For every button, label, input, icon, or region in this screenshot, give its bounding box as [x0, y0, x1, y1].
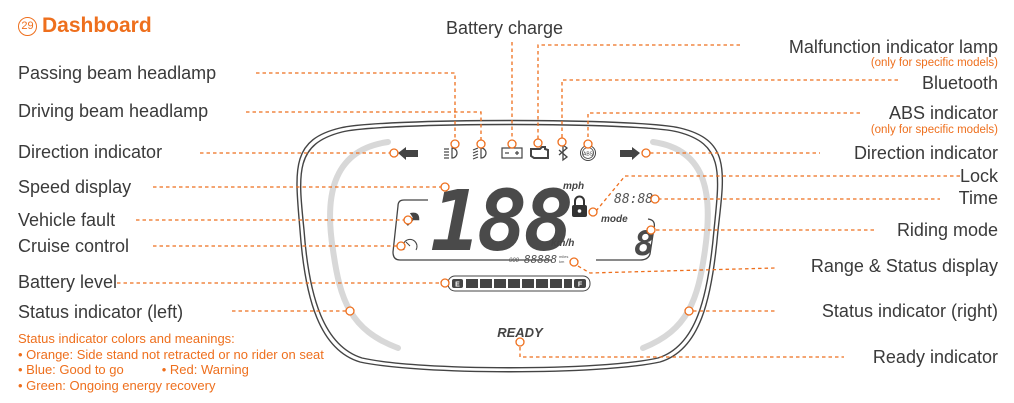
odo-value: 88888 — [524, 253, 557, 266]
svg-text:F: F — [578, 282, 583, 289]
svg-text:E: E — [455, 282, 460, 289]
label-driving-beam: Driving beam headlamp — [18, 101, 209, 121]
dashboard-bezel — [296, 119, 724, 373]
label-malfunction: Malfunction indicator lamp — [788, 37, 998, 57]
odo-prefix: 000 — [509, 258, 520, 264]
label-range-status: Range & Status display — [810, 256, 998, 276]
lcd-frame-left — [392, 199, 552, 261]
direction-right-icon — [620, 147, 640, 160]
unit-mph: mph — [563, 181, 584, 192]
unit-kmh: km/h — [551, 238, 574, 249]
speed-display: 188 — [430, 172, 574, 270]
label-battery-charge: Battery charge — [446, 18, 564, 38]
odo-unit-bottom: km — [559, 259, 565, 264]
label-abs: ABS indicator — [888, 103, 998, 123]
mode-label: mode — [601, 214, 628, 225]
battery-charge-icon — [501, 147, 523, 159]
svg-text:188: 188 — [430, 172, 570, 270]
page-title: 29 Dashboard — [18, 14, 152, 38]
label-passing-beam: Passing beam headlamp — [18, 63, 217, 83]
odo-unit-top: miles — [559, 254, 568, 259]
status-bar-right — [640, 139, 711, 351]
label-lock: Lock — [959, 166, 998, 186]
note-malfunction: (only for specific models) — [870, 57, 998, 69]
legend-item-orange: • Orange: Side stand not retracted or no… — [18, 346, 324, 362]
label-battery-level: Battery level — [18, 272, 118, 292]
status-bar-left — [327, 139, 401, 351]
bluetooth-icon — [558, 143, 569, 162]
section-number-badge: 29 — [18, 16, 37, 36]
label-direction-left: Direction indicator — [18, 142, 163, 162]
label-status-right: Status indicator (right) — [821, 301, 998, 321]
label-status-left: Status indicator (left) — [18, 302, 184, 322]
lock-icon — [572, 195, 587, 217]
battery-level-bar: E F — [447, 275, 591, 292]
label-speed-display: Speed display — [18, 177, 132, 197]
ready-indicator: READY — [497, 325, 544, 340]
label-vehicle-fault: Vehicle fault — [18, 210, 116, 230]
label-ready: Ready indicator — [872, 347, 998, 367]
svg-text:ABS: ABS — [583, 152, 594, 158]
lcd-frame-right — [596, 218, 656, 261]
time-display: 88:88 — [614, 192, 653, 207]
legend-item-green: • Green: Ongoing energy recovery — [18, 377, 216, 393]
passing-beam-icon — [444, 147, 458, 159]
driving-beam-icon — [472, 147, 487, 160]
status-color-legend: Status indicator colors and meanings: • … — [18, 331, 324, 393]
label-time: Time — [958, 188, 998, 208]
legend-title: Status indicator colors and meanings: — [18, 331, 235, 346]
malfunction-lamp-icon — [530, 146, 549, 159]
legend-item-blue: • Blue: Good to go — [18, 362, 124, 377]
title-text: Dashboard — [42, 14, 152, 37]
direction-left-icon — [398, 147, 418, 160]
note-abs: (only for specific models) — [870, 124, 998, 136]
label-direction-right: Direction indicator — [853, 143, 998, 163]
leader-lines — [117, 42, 960, 358]
callout-markers — [345, 137, 694, 347]
label-cruise-control: Cruise control — [18, 236, 130, 256]
label-riding-mode: Riding mode — [896, 220, 998, 240]
label-bluetooth: Bluetooth — [921, 73, 998, 93]
legend-item-red: • Red: Warning — [161, 362, 249, 377]
